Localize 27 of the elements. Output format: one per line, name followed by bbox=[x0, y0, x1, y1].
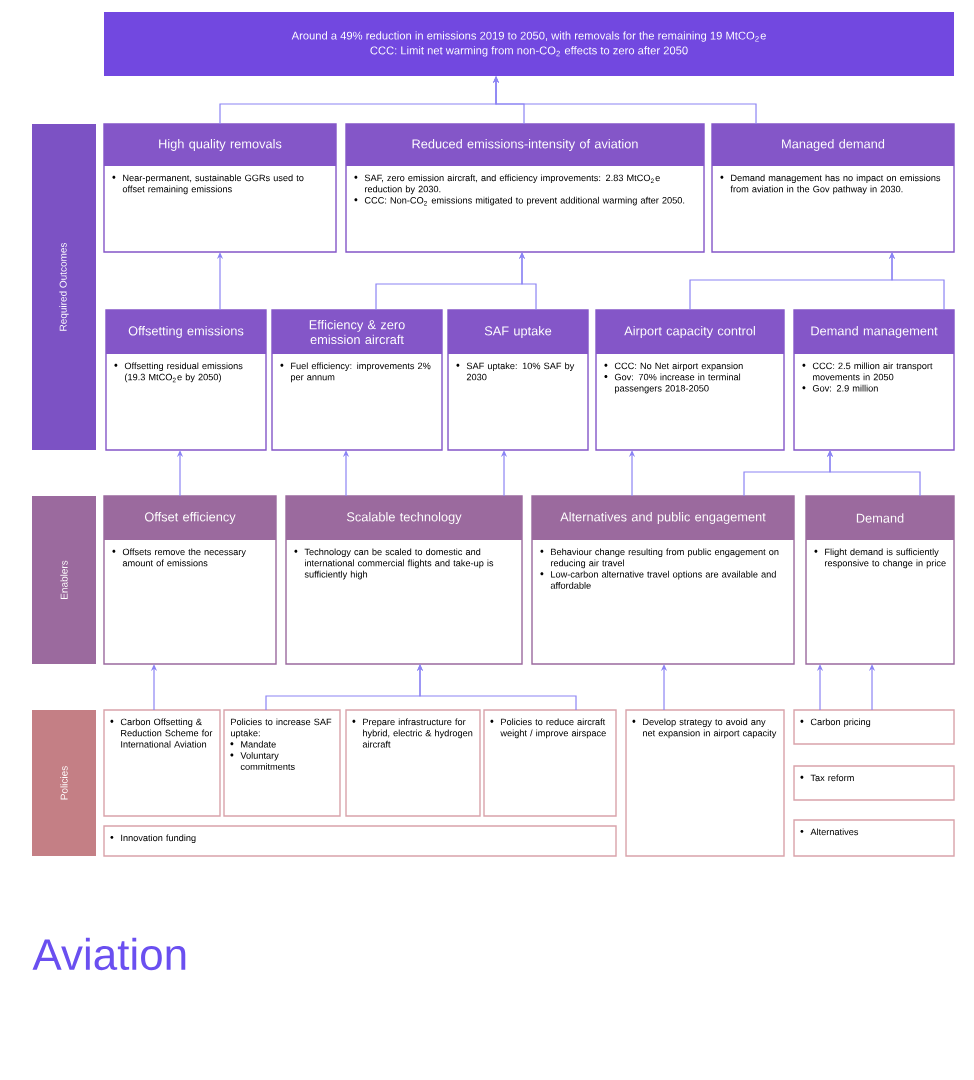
policy-box bbox=[345, 709, 481, 817]
outcome-box bbox=[711, 123, 955, 253]
policy-box bbox=[793, 765, 955, 801]
outcome-box bbox=[271, 309, 443, 451]
policy-box bbox=[103, 825, 617, 857]
policy-box bbox=[793, 819, 955, 857]
page-title: Aviation bbox=[32, 937, 186, 971]
outcome-box bbox=[345, 123, 705, 253]
outcome-box bbox=[103, 123, 337, 253]
outcome-box bbox=[793, 309, 955, 451]
outcome-box bbox=[447, 309, 589, 451]
arrow bbox=[888, 252, 945, 311]
policy-box bbox=[625, 709, 785, 857]
outcome-box bbox=[531, 495, 795, 665]
outcome-box bbox=[805, 495, 955, 665]
arrow bbox=[492, 76, 757, 125]
outcome-box bbox=[105, 309, 267, 451]
outcome-box bbox=[595, 309, 785, 451]
policy-box bbox=[223, 709, 341, 817]
arrow bbox=[416, 664, 577, 711]
policy-box bbox=[483, 709, 617, 817]
policy-box bbox=[793, 709, 955, 745]
outcome-box bbox=[285, 495, 523, 665]
arrow bbox=[518, 252, 537, 311]
outcome-box bbox=[103, 495, 277, 665]
policy-box bbox=[103, 709, 221, 817]
arrow bbox=[826, 450, 921, 497]
